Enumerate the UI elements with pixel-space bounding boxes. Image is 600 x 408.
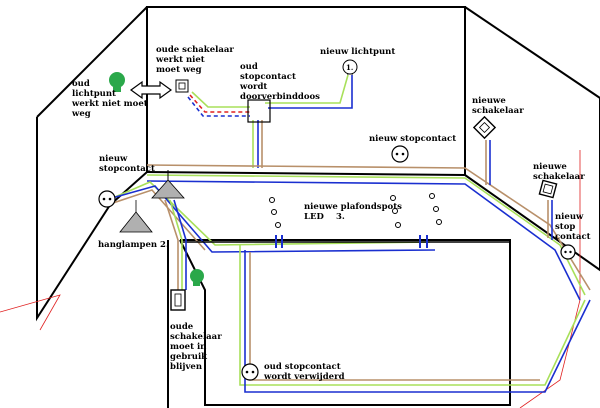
label-new-switch-2: nieuwe schakelaar xyxy=(533,162,585,182)
wire-light-blue xyxy=(268,75,353,109)
led-spot-icon xyxy=(392,208,398,214)
wire-keep-switch-green xyxy=(169,199,183,290)
new-switch-2-icon xyxy=(538,179,558,199)
label-junction: oud stopcontact wordt doorverbinddoos xyxy=(240,62,320,102)
wire-back-green xyxy=(146,174,586,296)
led-spot-icon xyxy=(395,222,401,228)
wire-old-switch-dashed-red xyxy=(189,94,250,113)
led-spot-icon xyxy=(269,197,275,203)
wire-old-switch-dashed-blue xyxy=(187,96,250,117)
label-new-outlet-wall: nieuw stopcontact xyxy=(369,134,457,144)
led-spot-icon xyxy=(429,193,435,199)
led-spots xyxy=(269,193,442,228)
new-switch-1-icon xyxy=(472,115,497,140)
label-new-switch-1: nieuwe schakelaar xyxy=(472,96,524,116)
wire-front-blue xyxy=(244,250,591,393)
right-wall xyxy=(464,6,600,272)
spot-connectors xyxy=(275,235,428,248)
pendant-lamp-icon xyxy=(119,170,185,233)
label-old-switch: oude schakelaar werkt niet moet weg xyxy=(156,45,234,75)
wire-left-blue xyxy=(111,185,436,253)
label-new-outlet-left: nieuw stopcontact xyxy=(99,154,155,174)
led-spot-icon xyxy=(436,219,442,225)
wiring xyxy=(107,74,591,393)
devices xyxy=(98,59,576,381)
wire-front-brown xyxy=(249,252,540,381)
removed-outlet-icon xyxy=(241,363,259,381)
label-spots-number: 3. xyxy=(336,212,345,222)
new-outlet-right-icon xyxy=(560,244,576,260)
label-spots: nieuwe plafondspots LED xyxy=(304,202,402,222)
led-spot-icon xyxy=(390,195,396,201)
left-wall xyxy=(36,117,148,322)
label-new-outlet-right: nieuw stop contact xyxy=(555,212,591,242)
wire-old-switch-green xyxy=(191,91,250,108)
keep-switch-icon xyxy=(170,289,186,311)
old-light-bulb-icon xyxy=(109,72,125,92)
led-spot-icon xyxy=(271,209,277,215)
led-spot-icon xyxy=(275,222,281,228)
wire-left-green xyxy=(107,181,431,246)
label-removed-outlet: oud stopcontact wordt verwijderd xyxy=(264,362,345,382)
ceiling-left-edge xyxy=(36,6,148,118)
old-switch-icon xyxy=(175,79,189,93)
back-floor-line xyxy=(146,171,466,176)
label-keep-switch: oude schakelaar moet in gebruik blijven xyxy=(170,322,222,372)
wire-front-green xyxy=(239,245,586,386)
junction-box xyxy=(247,99,271,123)
led-spot-icon xyxy=(433,206,439,212)
wire-keep-switch-brown xyxy=(164,199,179,290)
wire-left-brown xyxy=(109,189,206,251)
wire-keep-switch-blue xyxy=(173,199,187,290)
label-new-light: nieuw lichtpunt xyxy=(320,47,396,57)
label-pendants: hanglampen 2. xyxy=(98,240,169,250)
new-outlet-left-icon xyxy=(98,190,116,208)
wire-back-blue xyxy=(146,180,581,301)
keep-light-bulb-icon xyxy=(190,269,204,286)
label-light-number: 1. xyxy=(346,63,354,72)
new-light-bulb-icon xyxy=(342,59,358,75)
red-guide-left xyxy=(0,294,61,331)
new-outlet-back-icon xyxy=(391,145,409,163)
double-arrow-icon xyxy=(129,80,173,100)
wire-light-green xyxy=(265,74,349,104)
label-old-light: oud lichtpunt werkt niet moet weg xyxy=(72,79,148,119)
